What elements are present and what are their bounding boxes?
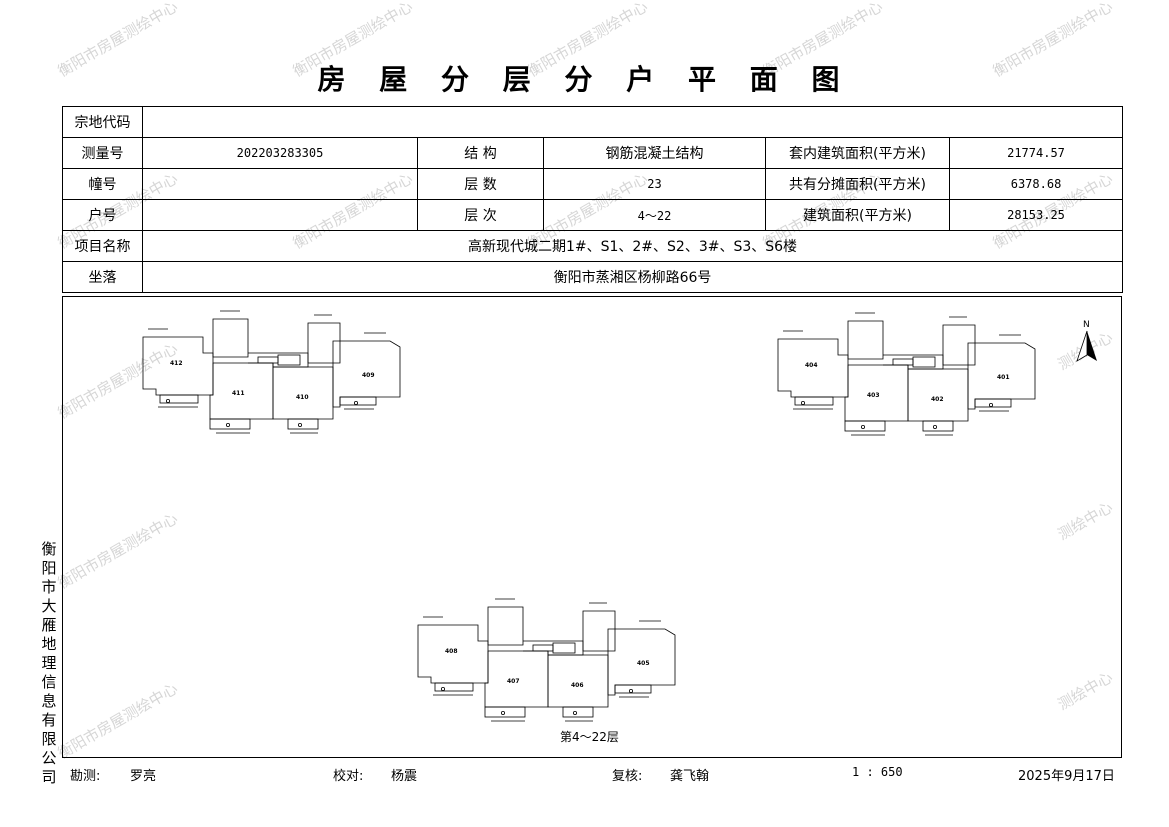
floor-level-value: 4～22 xyxy=(543,199,766,231)
unit-label: 403 xyxy=(867,392,880,399)
shared-area-label: 共有分摊面积(平方米) xyxy=(765,168,950,200)
table-row: 宗地代码 xyxy=(62,106,1124,138)
table-row: 幢号 层 数 23 共有分摊面积(平方米) 6378.68 xyxy=(62,168,1124,200)
scale-text: 1 : 650 xyxy=(852,765,903,779)
unit-label: 405 xyxy=(637,660,650,667)
survey-number-label: 测量号 xyxy=(62,137,143,169)
unit-label: 402 xyxy=(931,396,944,403)
check-label: 校对: xyxy=(333,769,364,784)
project-name-label: 项目名称 xyxy=(62,230,143,262)
project-name-value: 高新现代城二期1#、S1、2#、S2、3#、S3、S6楼 xyxy=(141,230,1124,262)
floor-level-label: 层 次 xyxy=(417,199,544,231)
building-area-label: 建筑面积(平方米) xyxy=(765,199,950,231)
property-info-table: 宗地代码 测量号 202203283305 结 构 钢筋混凝土结构 套内建筑面积… xyxy=(62,106,1124,293)
floor-range-label: 第4～22层 xyxy=(560,730,619,744)
building-number-label: 幢号 xyxy=(62,168,143,200)
unit-label: 406 xyxy=(571,682,584,689)
structure-value: 钢筋混凝土结构 xyxy=(543,137,766,169)
north-label: N xyxy=(1083,320,1090,330)
building-area-value: 28153.25 xyxy=(948,199,1124,231)
survey-number-value: 202203283305 xyxy=(142,137,418,169)
check-name: 杨震 xyxy=(391,769,418,784)
table-row: 项目名称 高新现代城二期1#、S1、2#、S2、3#、S3、S6楼 xyxy=(62,230,1124,262)
unit-label: 408 xyxy=(445,648,458,655)
building-plan-bottom: 408 407 406 405 xyxy=(417,598,676,722)
building-plan-right: 404 403 402 401 xyxy=(777,312,1036,436)
unit-label: 411 xyxy=(232,390,245,397)
unit-label: 401 xyxy=(997,374,1010,381)
floor-plan-drawing: 412 411 410 409 404 403 402 401 408 407 … xyxy=(142,310,1097,722)
page-title: 房 屋 分 层 分 户 平 面 图 xyxy=(317,63,852,96)
review-name: 龚飞翰 xyxy=(670,769,710,784)
unit-label: 409 xyxy=(362,372,375,379)
location-value: 衡阳市蒸湘区杨柳路66号 xyxy=(141,261,1124,293)
location-label: 坐落 xyxy=(62,261,143,293)
land-code-label: 宗地代码 xyxy=(62,106,143,138)
shared-area-value: 6378.68 xyxy=(948,168,1124,200)
building-plan-left: 412 411 410 409 xyxy=(142,310,401,434)
interior-area-label: 套内建筑面积(平方米) xyxy=(765,137,950,169)
unit-number-value xyxy=(142,199,418,231)
interior-area-value: 21774.57 xyxy=(948,137,1124,169)
table-row: 测量号 202203283305 结 构 钢筋混凝土结构 套内建筑面积(平方米)… xyxy=(62,137,1124,169)
floor-count-label: 层 数 xyxy=(417,168,544,200)
table-row: 坐落 衡阳市蒸湘区杨柳路66号 xyxy=(62,261,1124,293)
survey-label: 勘测: xyxy=(70,769,101,784)
land-code-value xyxy=(141,106,1124,138)
review-label: 复核: xyxy=(612,769,643,784)
unit-label: 407 xyxy=(507,678,520,685)
survey-name: 罗亮 xyxy=(130,769,157,784)
north-arrow-icon: N xyxy=(1076,320,1097,362)
table-row: 户号 层 次 4～22 建筑面积(平方米) 28153.25 xyxy=(62,199,1124,231)
company-name: 衡阳市大雁地理信息有限公司 xyxy=(41,540,57,786)
unit-label: 404 xyxy=(805,362,818,369)
structure-label: 结 构 xyxy=(417,137,544,169)
floor-plan-area: 412 411 410 409 404 403 402 401 408 407 … xyxy=(62,296,1122,758)
date-text: 2025年9月17日 xyxy=(1018,769,1115,784)
unit-label: 410 xyxy=(296,394,309,401)
unit-label: 412 xyxy=(170,360,183,367)
floor-count-value: 23 xyxy=(543,168,766,200)
unit-number-label: 户号 xyxy=(62,199,143,231)
building-number-value xyxy=(142,168,418,200)
